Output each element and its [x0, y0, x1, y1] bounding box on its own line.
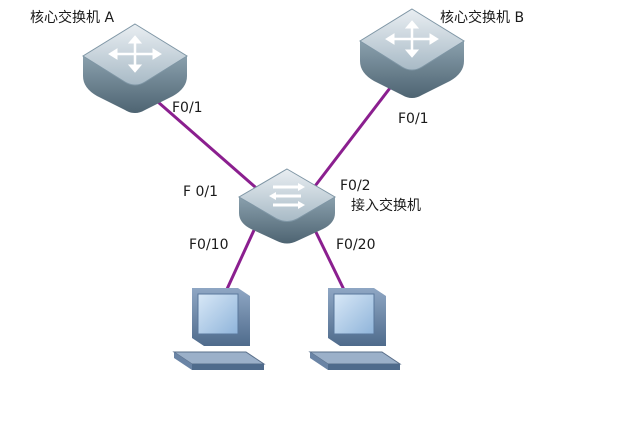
core-switch-b-label: 核心交换机 B	[440, 10, 525, 26]
access-switch-label: 接入交换机	[351, 198, 421, 214]
core-switch-a-label: 核心交换机 A	[30, 10, 115, 26]
links	[149, 87, 392, 301]
access-port-f0-1: F 0/1	[183, 184, 219, 200]
link-access-pc2	[310, 223, 350, 299]
access-port-f0-2: F0/2	[340, 178, 371, 194]
access-port-f0-20: F0/20	[336, 237, 376, 253]
pc-1-icon[interactable]	[172, 288, 266, 370]
core-switch-b-icon[interactable]	[359, 8, 465, 98]
link-core-b-access	[310, 87, 392, 191]
core-b-port-f0-1: F0/1	[398, 111, 429, 127]
pc-2-icon[interactable]	[308, 288, 402, 370]
core-switch-a-icon[interactable]	[82, 23, 188, 113]
link-core-a-access	[149, 93, 263, 195]
core-a-port-f0-1: F0/1	[172, 100, 203, 116]
access-switch-icon[interactable]	[238, 168, 336, 244]
access-port-f0-10: F0/10	[189, 237, 229, 253]
